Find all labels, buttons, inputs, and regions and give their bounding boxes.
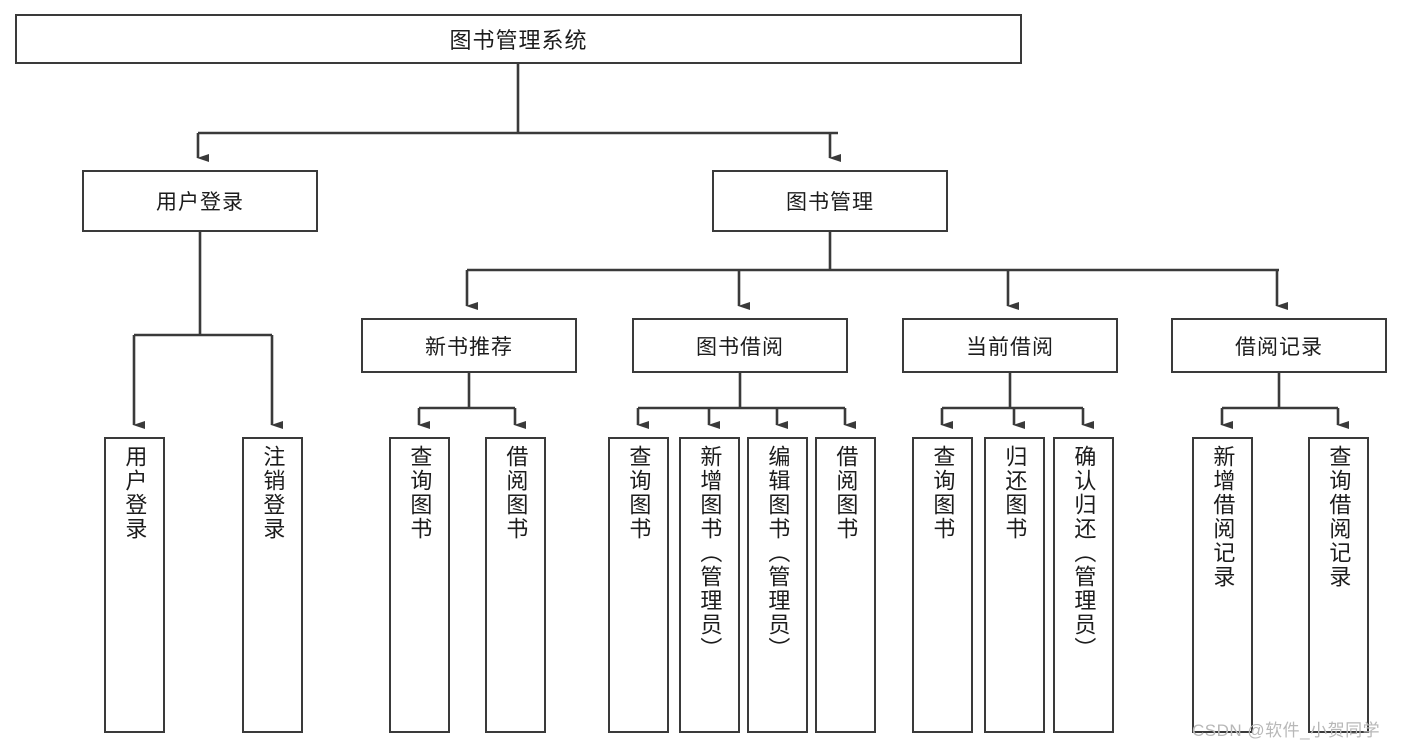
node-label: 图书管理系统 — [449, 28, 588, 53]
node-label: 查询借阅记录 — [1326, 445, 1352, 589]
leaf-query-book-borrow[interactable]: 查询图书 — [608, 437, 669, 733]
node-label: 查询图书 — [626, 445, 652, 541]
csdn-watermark: CSDN @软件_小贺同学 — [1192, 721, 1381, 740]
leaf-logout[interactable]: 注销登录 — [242, 437, 303, 733]
node-label: 编辑图书（管理员） — [765, 445, 791, 661]
node-current-borrow[interactable]: 当前借阅 — [902, 318, 1118, 373]
node-book-management[interactable]: 图书管理 — [712, 170, 948, 232]
node-label: 新书推荐 — [425, 335, 513, 359]
leaf-query-borrow-record[interactable]: 查询借阅记录 — [1308, 437, 1369, 733]
leaf-borrow-book[interactable]: 借阅图书 — [815, 437, 876, 733]
node-label: 借阅图书 — [833, 445, 859, 541]
node-user-login[interactable]: 用户登录 — [82, 170, 318, 232]
node-label: 新增图书（管理员） — [697, 445, 723, 661]
leaf-add-book-admin[interactable]: 新增图书（管理员） — [679, 437, 740, 733]
node-label: 当前借阅 — [966, 335, 1054, 359]
node-label: 确认归还（管理员） — [1071, 445, 1097, 661]
node-label: 图书借阅 — [696, 335, 784, 359]
leaf-query-book-recommend[interactable]: 查询图书 — [389, 437, 450, 733]
node-borrow-record[interactable]: 借阅记录 — [1171, 318, 1387, 373]
node-label: 借阅记录 — [1235, 335, 1323, 359]
node-label: 图书管理 — [786, 191, 874, 214]
node-label: 用户登录 — [156, 191, 244, 214]
leaf-borrow-book-recommend[interactable]: 借阅图书 — [485, 437, 546, 733]
node-label: 归还图书 — [1002, 445, 1028, 541]
leaf-query-book-current[interactable]: 查询图书 — [912, 437, 973, 733]
node-book-management-system[interactable]: 图书管理系统 — [15, 14, 1022, 64]
node-label: 注销登录 — [260, 445, 286, 541]
leaf-user-login[interactable]: 用户登录 — [104, 437, 165, 733]
leaf-confirm-return-admin[interactable]: 确认归还（管理员） — [1053, 437, 1114, 733]
node-label: 借阅图书 — [503, 445, 529, 541]
node-new-book-recommend[interactable]: 新书推荐 — [361, 318, 577, 373]
leaf-edit-book-admin[interactable]: 编辑图书（管理员） — [747, 437, 808, 733]
leaf-return-book[interactable]: 归还图书 — [984, 437, 1045, 733]
node-label: 用户登录 — [122, 445, 148, 541]
node-book-borrow[interactable]: 图书借阅 — [632, 318, 848, 373]
node-label: 查询图书 — [930, 445, 956, 541]
node-label: 新增借阅记录 — [1210, 445, 1236, 589]
node-label: 查询图书 — [407, 445, 433, 541]
leaf-add-borrow-record[interactable]: 新增借阅记录 — [1192, 437, 1253, 733]
